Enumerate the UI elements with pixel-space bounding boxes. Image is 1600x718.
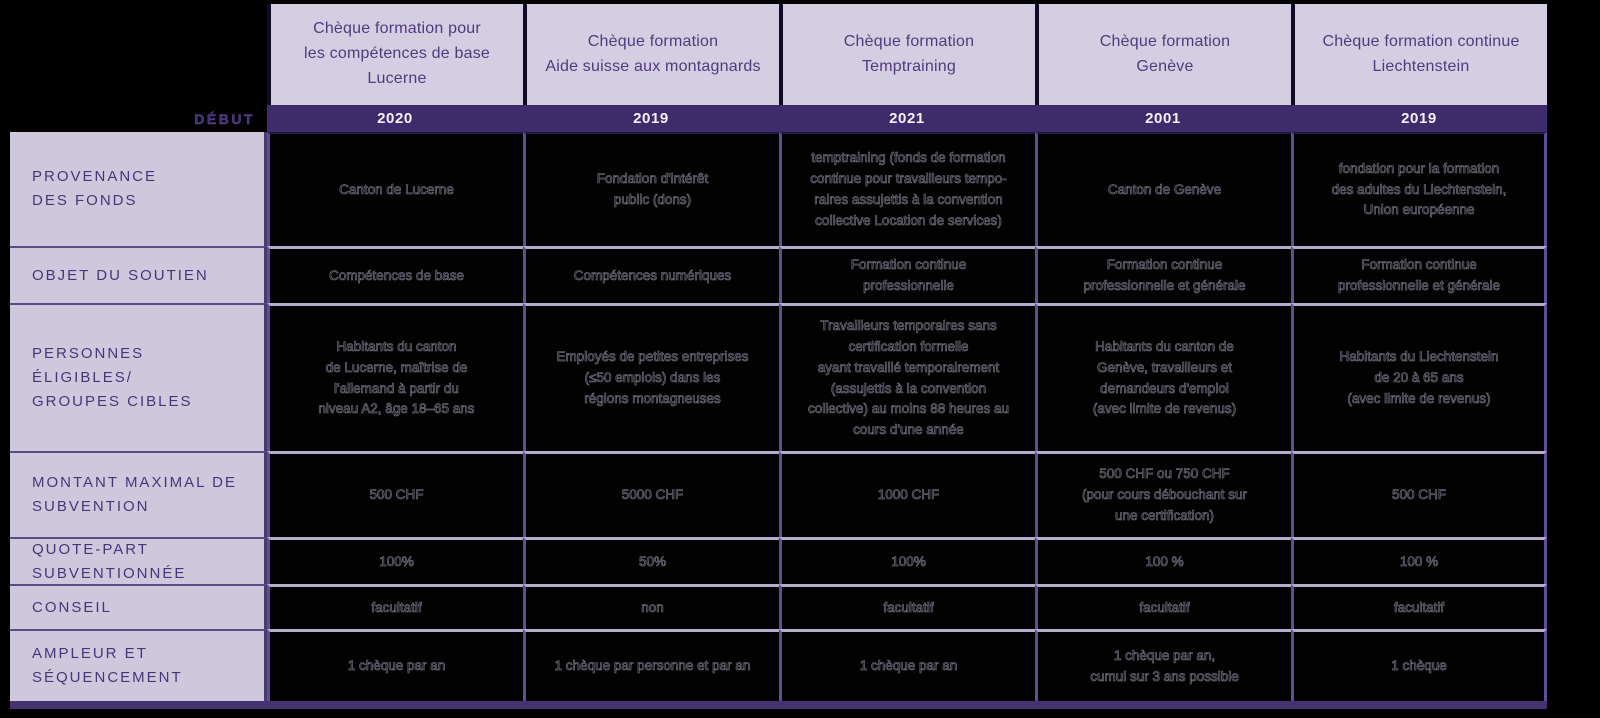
debut-year-geneve: 2001 xyxy=(1035,105,1291,132)
table-cell: 500 CHF xyxy=(1291,451,1547,537)
table-cell: facultatif xyxy=(1291,584,1547,629)
row-label-provenance: PROVENANCE DES FONDS xyxy=(10,132,267,246)
table-corner-spacer xyxy=(10,4,267,105)
table-cell: Canton de Genève xyxy=(1035,132,1291,246)
table-cell: Compétences numériques xyxy=(523,246,779,303)
table-cell: 100% xyxy=(267,537,523,584)
column-header-lucerne: Chèque formation pour les compétences de… xyxy=(267,4,523,105)
table-cell: Fondation d'intérêt public (dons) xyxy=(523,132,779,246)
row-label-quote-part: QUOTE-PART SUBVENTIONNÉE xyxy=(10,537,267,584)
table-cell: facultatif xyxy=(779,584,1035,629)
table-cell: 500 CHF ou 750 CHF (pour cours débouchan… xyxy=(1035,451,1291,537)
table-cell: 5000 CHF xyxy=(523,451,779,537)
column-header-montagnards: Chèque formation Aide suisse aux montagn… xyxy=(523,4,779,105)
row-label-ampleur: AMPLEUR ET SÉQUENCEMENT xyxy=(10,629,267,701)
table-cell: 1 chèque par personne et par an xyxy=(523,629,779,701)
table-cell: 1000 CHF xyxy=(779,451,1035,537)
table-cell: Formation continue professionnelle et gé… xyxy=(1291,246,1547,303)
row-label-objet: OBJET DU SOUTIEN xyxy=(10,246,267,303)
table-cell: Habitants du Liechtenstein de 20 à 65 an… xyxy=(1291,303,1547,451)
table-cell: facultatif xyxy=(1035,584,1291,629)
debut-year-montagnards: 2019 xyxy=(523,105,779,132)
table-cell: Canton de Lucerne xyxy=(267,132,523,246)
row-label-montant-maximal: MONTANT MAXIMAL DE SUBVENTION xyxy=(10,451,267,537)
table-cell: temptraining (fonds de formation continu… xyxy=(779,132,1035,246)
bottom-accent-bar xyxy=(10,701,1547,709)
table-cell: 50% xyxy=(523,537,779,584)
column-header-temptraining: Chèque formation Temptraining xyxy=(779,4,1035,105)
debut-row-label: DÉBUT xyxy=(10,105,267,132)
table-cell: 1 chèque par an, cumul sur 3 ans possibl… xyxy=(1035,629,1291,701)
table-cell: Compétences de base xyxy=(267,246,523,303)
formation-cheques-table: Chèque formation pour les compétences de… xyxy=(10,4,1547,701)
table-cell: facultatif xyxy=(267,584,523,629)
table-cell: 100 % xyxy=(1035,537,1291,584)
table-cell: Habitants du canton de Lucerne, maîtrise… xyxy=(267,303,523,451)
table-cell: 1 chèque par an xyxy=(779,629,1035,701)
debut-year-lucerne: 2020 xyxy=(267,105,523,132)
table-cell: 100 % xyxy=(1291,537,1547,584)
column-header-liechtenstein: Chèque formation continue Liechtenstein xyxy=(1291,4,1547,105)
table-cell: Habitants du canton de Genève, travaille… xyxy=(1035,303,1291,451)
table-cell: Employés de petites entreprises (≤50 emp… xyxy=(523,303,779,451)
debut-year-liechtenstein: 2019 xyxy=(1291,105,1547,132)
table-cell: fondation pour la formation des adultes … xyxy=(1291,132,1547,246)
debut-year-temptraining: 2021 xyxy=(779,105,1035,132)
table-cell: Formation continue professionnelle et gé… xyxy=(1035,246,1291,303)
row-label-personnes-eligibles: PERSONNES ÉLIGIBLES/ GROUPES CIBLES xyxy=(10,303,267,451)
table-cell: non xyxy=(523,584,779,629)
column-header-geneve: Chèque formation Genève xyxy=(1035,4,1291,105)
table-cell: 1 chèque par an xyxy=(267,629,523,701)
table-cell: 100% xyxy=(779,537,1035,584)
table-cell: 500 CHF xyxy=(267,451,523,537)
row-label-conseil: CONSEIL xyxy=(10,584,267,629)
table-cell: Travailleurs temporaires sans certificat… xyxy=(779,303,1035,451)
table-cell: Formation continue professionnelle xyxy=(779,246,1035,303)
table-cell: 1 chèque xyxy=(1291,629,1547,701)
